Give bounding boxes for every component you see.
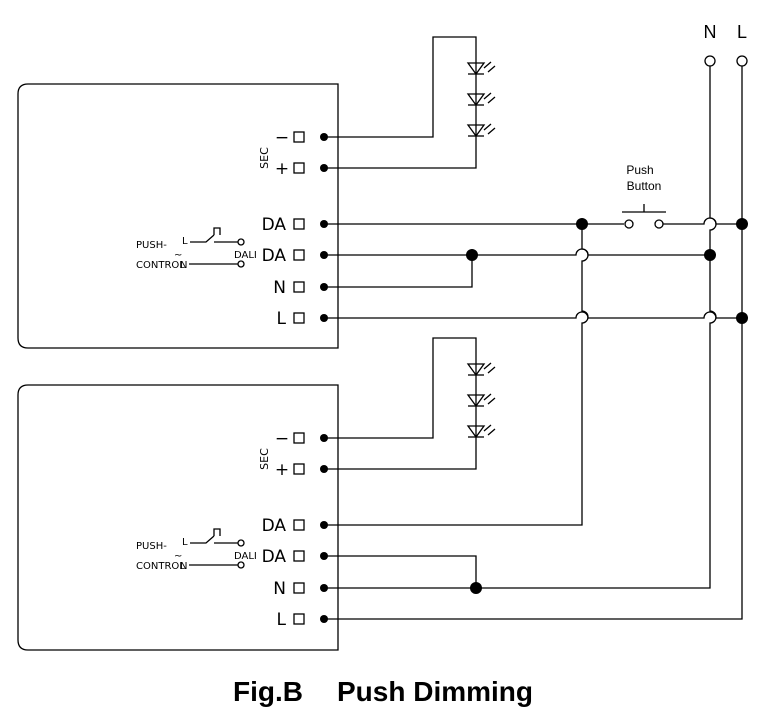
driver-2-push-l: L: [182, 537, 188, 548]
junction-dots: [466, 218, 748, 594]
line-label: L: [737, 22, 747, 42]
driver-1-push-control-symbol: [189, 227, 245, 268]
line-supply-terminal: [736, 55, 748, 67]
driver-2-push-n: N: [180, 561, 187, 572]
driver-2-push-control-symbol: [189, 528, 245, 569]
driver-1-led-string: [466, 60, 496, 140]
driver-1-sec-label: SEC: [258, 147, 271, 169]
driver-2-sec-plus: +: [275, 460, 289, 480]
push-button-contact-left: [624, 219, 634, 229]
driver-2-terminal-n: N: [273, 579, 286, 599]
driver-2-led-string: [466, 361, 496, 441]
driver-2-terminal-da1: DA: [262, 516, 287, 536]
driver-1-terminal-l: L: [277, 309, 287, 329]
driver-1-push-l: L: [182, 236, 188, 247]
driver-1-terminal-n: N: [273, 278, 286, 298]
driver-2-push-line2: CONTROL: [136, 561, 185, 572]
driver-1-sec-minus: −: [275, 128, 289, 148]
driver-2-housing: [17, 384, 339, 651]
driver-1-push-dali: DALI: [234, 250, 257, 261]
driver-1-push-line1: PUSH-: [136, 240, 167, 251]
driver-2-terminal-boxes: [293, 432, 305, 625]
push-button-label-line1: Push: [626, 163, 653, 177]
driver-1-l-wire: [324, 311, 742, 319]
line-live: [324, 66, 743, 620]
driver-1-n-wire: [324, 255, 473, 288]
driver-1-plus-wire: [324, 140, 477, 169]
driver-2-minus-wire: [324, 337, 477, 439]
figure-title: Push Dimming: [336, 676, 533, 707]
push-button-label-line2: Button: [627, 179, 662, 193]
driver-2-plus-wire: [324, 441, 477, 470]
driver-1-push-n: N: [180, 260, 187, 271]
driver-1-terminal-da1: DA: [262, 215, 287, 235]
driver-2-labels: − + SEC DA DA N L PUSH- CONTROL L N ~ DA…: [136, 429, 289, 630]
driver-2-da-wire-2: [324, 555, 477, 588]
driver-1-sec-plus: +: [275, 159, 289, 179]
push-button-to-live: [663, 217, 742, 225]
terminal-dots: [320, 133, 328, 623]
driver-2-terminal-l: L: [277, 610, 287, 630]
driver-2-terminal-da2: DA: [262, 547, 287, 567]
figure-caption: Fig.B Push Dimming: [0, 676, 766, 708]
driver-1-push-tilde: ~: [174, 250, 182, 261]
driver-2-sec-label: SEC: [258, 448, 271, 470]
driver-2-push-line1: PUSH-: [136, 541, 167, 552]
driver-1-terminal-da2: DA: [262, 246, 287, 266]
driver-1-housing: [17, 83, 339, 349]
driver-2-sec-minus: −: [275, 429, 289, 449]
driver-1-push-line2: CONTROL: [136, 260, 185, 271]
driver-1-minus-wire: [324, 36, 477, 138]
push-button-actuator: [622, 204, 666, 213]
neutral-supply-terminal: [704, 55, 716, 67]
push-button-contact-right: [654, 219, 664, 229]
driver-2-push-tilde: ~: [174, 551, 182, 562]
da-wire-2: [324, 248, 710, 256]
neutral-label: N: [704, 22, 717, 42]
driver-1-labels: − + SEC DA DA N L PUSH- CONTROL L N ~ DA…: [136, 128, 289, 329]
neutral-line: [324, 66, 717, 589]
driver-2-push-dali: DALI: [234, 551, 257, 562]
da-bus-vertical: [324, 224, 589, 526]
driver-1-terminal-boxes: [293, 131, 305, 324]
figure-number: Fig.B: [232, 676, 303, 707]
